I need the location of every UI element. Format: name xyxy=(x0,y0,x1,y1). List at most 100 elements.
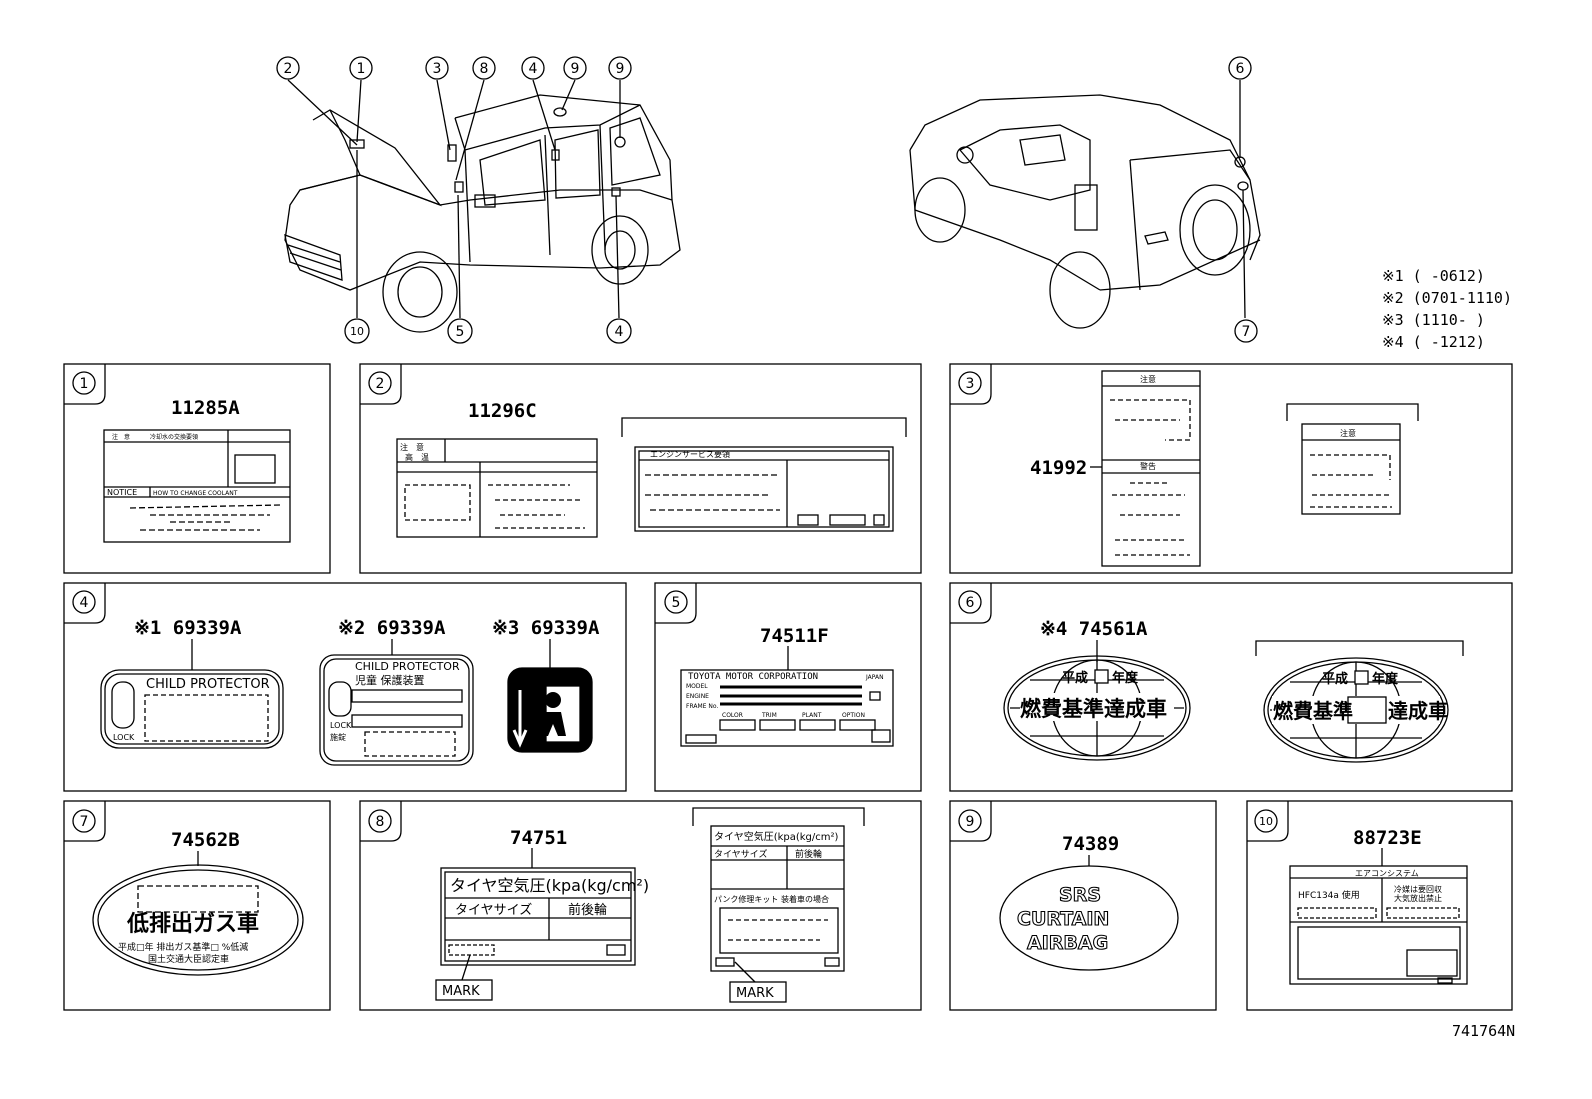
p6-year-variant: 平成 xyxy=(1322,671,1348,687)
part-number[interactable]: 74751 xyxy=(510,827,567,849)
p1-howto: HOW TO CHANGE COOLANT xyxy=(153,490,238,497)
callout-7-circle xyxy=(1234,319,1258,343)
callout-6[interactable]: 6 xyxy=(1236,61,1245,77)
p8-tire-size: タイヤサイズ xyxy=(455,902,532,918)
p4-child-jp: 児童 保護装置 xyxy=(355,673,425,687)
part-number[interactable]: 11285A xyxy=(171,397,240,419)
p3-caution: 注意 xyxy=(1140,374,1156,384)
callout-4[interactable]: 4 xyxy=(529,61,538,77)
part-number[interactable]: 88723E xyxy=(1353,827,1422,849)
callout-1[interactable]: 1 xyxy=(357,61,366,77)
callout-9-circle xyxy=(608,56,632,80)
p8-tire-pressure: タイヤ空気圧(kpa(kg/cm²) xyxy=(450,876,649,895)
panel-number-4-circle xyxy=(72,590,96,614)
label-69339A-3 xyxy=(507,667,593,753)
label-41992 xyxy=(1101,370,1201,567)
panel-number-6[interactable]: 6 xyxy=(966,595,975,611)
p2-caution: 注 意 xyxy=(400,442,424,452)
p3-warning: 警告 xyxy=(1140,461,1156,471)
panel-number-5-circle xyxy=(664,590,688,614)
callout-7[interactable]: 7 xyxy=(1242,324,1251,340)
p6-main-b: 達成車 xyxy=(1388,699,1448,723)
panel-number-9-circle xyxy=(958,809,982,833)
p6-main-a: 燃費基準 xyxy=(1273,699,1353,723)
label-11285A xyxy=(103,429,291,543)
label-11296C xyxy=(396,438,598,538)
panel-number-10[interactable]: 10 xyxy=(1259,815,1273,828)
label-74561A-variant xyxy=(1263,657,1449,763)
part-number[interactable]: 74562B xyxy=(171,829,240,851)
part-number[interactable]: ※4 74561A xyxy=(1040,618,1148,640)
callout-5-circle xyxy=(447,318,473,344)
p4-child-protector-2: CHILD PROTECTOR xyxy=(355,660,460,673)
p2-sub: 高 温 xyxy=(405,452,429,462)
p5-color: COLOR xyxy=(722,712,743,719)
panel-number-4[interactable]: 4 xyxy=(80,595,89,611)
p5-frame: FRAME No. xyxy=(686,703,718,710)
panel-number-3[interactable]: 3 xyxy=(966,376,975,392)
p5-japan: JAPAN xyxy=(865,674,884,681)
p6-nendo: 年度 xyxy=(1112,670,1139,686)
callout-1-circle xyxy=(349,56,373,80)
note-3: ※3 (1110- ) xyxy=(1382,311,1485,329)
panel-number-1[interactable]: 1 xyxy=(80,376,89,392)
p9-srs: SRS xyxy=(1059,884,1101,906)
panel-number-8[interactable]: 8 xyxy=(376,814,385,830)
p5-corp: TOYOTA MOTOR CORPORATION xyxy=(688,672,818,682)
callout-2-circle xyxy=(276,56,300,80)
note-4: ※4 ( -1212) xyxy=(1382,333,1485,351)
panel-number-5[interactable]: 5 xyxy=(672,595,681,611)
panel-number-2-circle xyxy=(368,371,392,395)
callout-10[interactable]: 10 xyxy=(350,325,364,338)
p8-small-front-rear: 前後輪 xyxy=(795,848,822,860)
p10-hfc: HFC134a 使用 xyxy=(1298,889,1360,901)
label-88723E xyxy=(1289,865,1468,985)
p4-child-protector: CHILD PROTECTOR xyxy=(146,677,270,692)
p7-line1: 平成□年 排出ガス基準□ %低減 xyxy=(118,941,248,953)
p9-curtain: CURTAIN xyxy=(1017,908,1109,930)
p4-lock: LOCK xyxy=(113,733,135,742)
p9-airbag: AIRBAG xyxy=(1027,932,1108,954)
callout-4-circle xyxy=(521,56,545,80)
panel-number-9[interactable]: 9 xyxy=(966,814,975,830)
p6-main: 燃費基準達成車 xyxy=(1020,697,1167,721)
callout-8[interactable]: 8 xyxy=(480,61,489,77)
vehicle-rear-view xyxy=(909,94,1261,329)
vehicle-front-view xyxy=(284,94,681,333)
callout-2[interactable]: 2 xyxy=(284,61,293,77)
callout-9-circle xyxy=(563,56,587,80)
callout-9[interactable]: 9 xyxy=(616,61,625,77)
note-1: ※1 ( -0612) xyxy=(1382,267,1485,285)
p5-trim: TRIM xyxy=(761,712,777,719)
panel-number-2[interactable]: 2 xyxy=(376,376,385,392)
label-74751 xyxy=(440,867,636,966)
p5-option: OPTION xyxy=(842,712,865,719)
p10-title: エアコンシステム xyxy=(1355,869,1419,878)
p1-notice: NOTICE xyxy=(107,488,137,497)
p5-model: MODEL xyxy=(686,683,708,690)
part-number[interactable]: ※1 69339A xyxy=(134,617,242,639)
part-number[interactable]: ※2 69339A xyxy=(338,617,446,639)
part-number[interactable]: 74389 xyxy=(1062,833,1119,855)
part-number[interactable]: ※3 69339A xyxy=(492,617,600,639)
callout-9[interactable]: 9 xyxy=(571,61,580,77)
callout-4[interactable]: 4 xyxy=(615,324,624,340)
part-number[interactable]: 74511F xyxy=(760,625,829,647)
callout-3[interactable]: 3 xyxy=(433,61,442,77)
callout-6-circle xyxy=(1228,56,1252,80)
label-74511F xyxy=(680,669,894,747)
part-number[interactable]: 11296C xyxy=(468,400,537,422)
callout-3-circle xyxy=(425,56,449,80)
panel-number-8-circle xyxy=(368,809,392,833)
p1-title: 冷却水の交換要領 xyxy=(150,433,198,441)
p3-caution-variant: 注意 xyxy=(1340,428,1356,438)
label-41992-variant xyxy=(1301,423,1401,515)
p10-recover: 冷媒は要回収大気放出禁止 xyxy=(1394,884,1442,903)
callout-5[interactable]: 5 xyxy=(456,324,465,340)
p8-front-rear: 前後輪 xyxy=(568,902,607,918)
leader-lines-left xyxy=(287,79,621,319)
part-number[interactable]: 41992 xyxy=(1030,457,1087,479)
panel-number-7[interactable]: 7 xyxy=(80,814,89,830)
panel-number-1-circle xyxy=(72,371,96,395)
